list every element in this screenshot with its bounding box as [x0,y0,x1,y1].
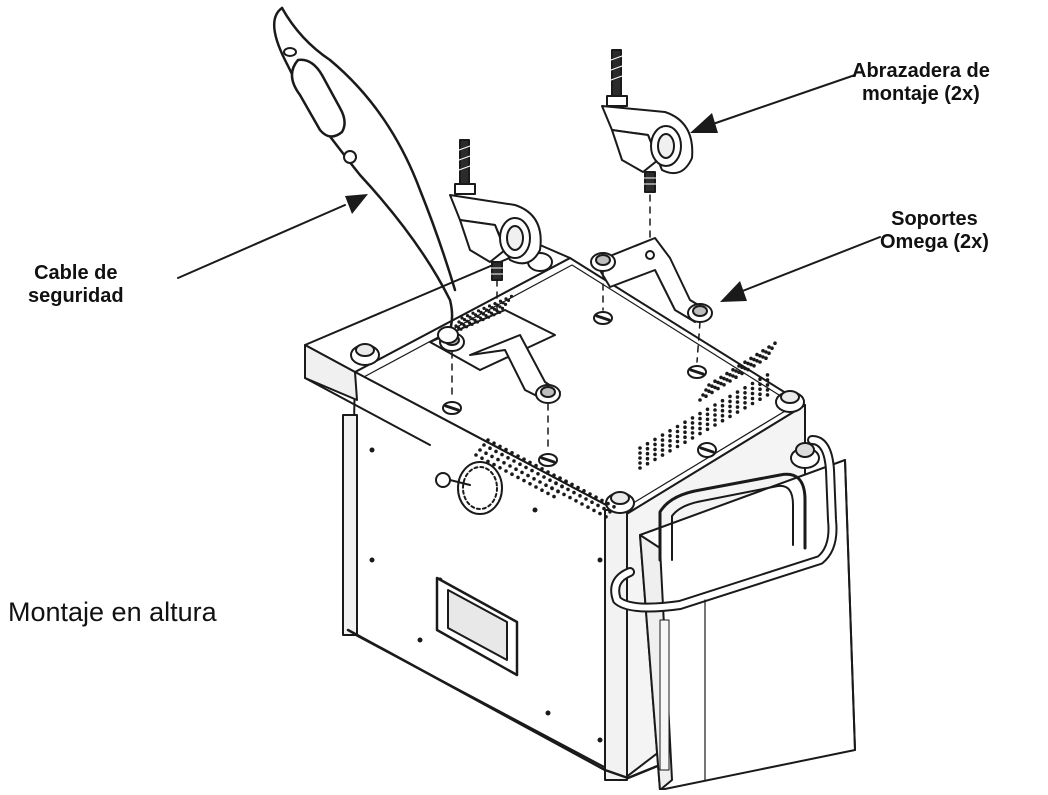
front-plate-perforation [448,294,514,336]
safety-cable [273,6,459,344]
label-safety-cable-line2: seguridad [28,285,124,307]
pack-handle [658,472,807,562]
omega-bracket-back [590,237,713,323]
arrow-omega [720,236,881,302]
label-omega-brackets-line1: Soportes [891,208,978,230]
tilt-lock-dial [435,461,503,515]
label-omega-brackets: Soportes Omega (2x) [880,208,989,254]
mounting-clamp-back [601,49,694,193]
alignment-lines [451,194,701,453]
arrow-clamp [690,74,856,133]
label-mounting-clamp-line2: montaje (2x) [862,83,980,105]
mounting-clamp-front [449,139,542,281]
yoke-frame [304,244,805,514]
battery-pack [610,435,856,791]
label-mounting-clamp-line1: Abrazadera de [852,60,990,82]
label-omega-brackets-line2: Omega (2x) [880,231,989,253]
vent-grid [474,341,777,519]
label-mounting-clamp: Abrazadera de montaje (2x) [852,60,990,106]
quarter-turn-fasteners [442,311,717,467]
label-safety-cable-line1: Cable de [34,262,118,284]
label-safety-cable: Cable de seguridad [28,262,124,308]
callout-arrows [177,74,881,302]
carabiner [290,58,346,138]
arrow-cable [177,194,368,279]
diagram-caption: Montaje en altura [8,597,217,627]
